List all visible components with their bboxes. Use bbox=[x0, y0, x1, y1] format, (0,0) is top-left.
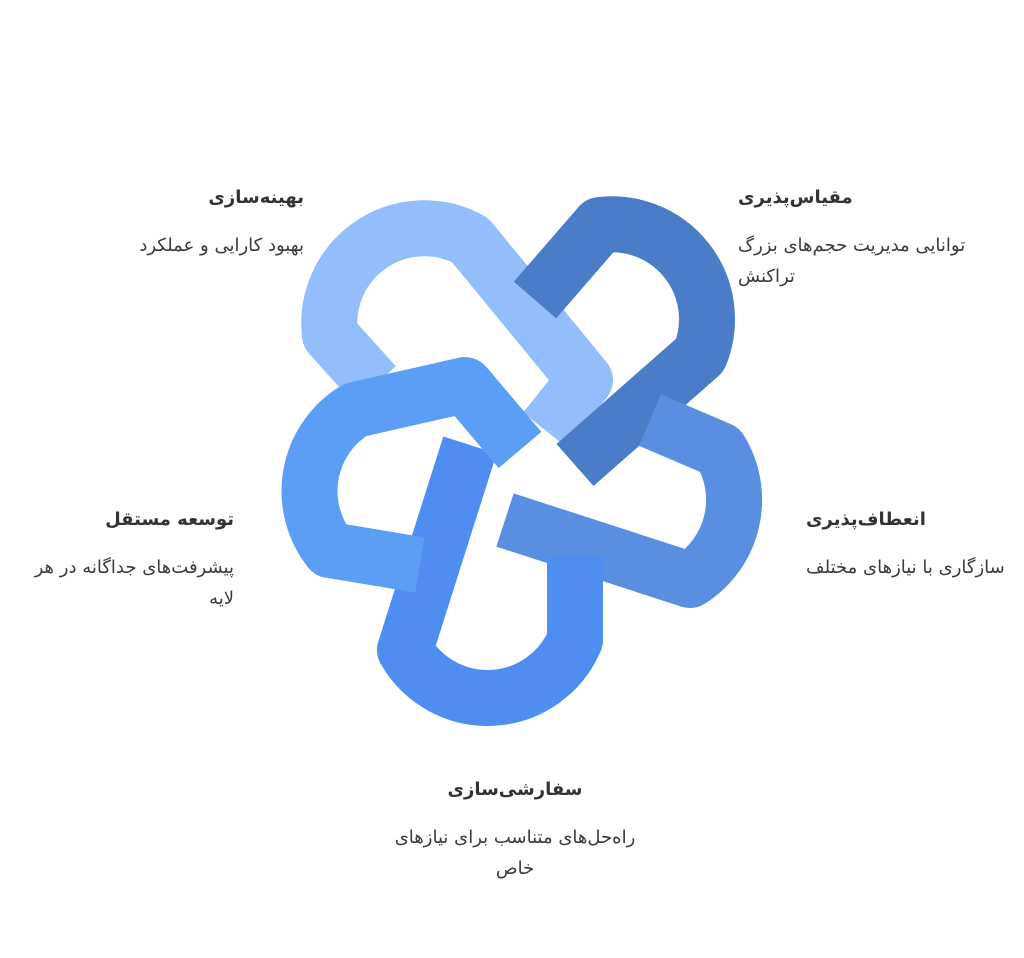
band-top-right bbox=[513, 196, 735, 487]
label-scalability-description: توانایی مدیریت حجم‌های بزرگ تراکنش bbox=[738, 235, 966, 287]
label-flexibility-title: انعطاف‌پذیری bbox=[806, 509, 926, 530]
label-scalability-title: مقیاس‌پذیری bbox=[738, 187, 853, 208]
label-flexibility: انعطاف‌پذیری سازگاری با نیازهای مختلف bbox=[806, 508, 1006, 583]
label-customization-description: راه‌حل‌های متناسب برای نیازهای خاص bbox=[394, 827, 636, 879]
band-top-left bbox=[301, 200, 613, 448]
label-flexibility-description: سازگاری با نیازهای مختلف bbox=[806, 557, 1005, 578]
label-optimization-description: بهبود کارایی و عملکرد bbox=[139, 235, 304, 256]
label-customization: سفارشی‌سازی راه‌حل‌های متناسب برای نیازه… bbox=[385, 778, 645, 884]
label-independent-development: توسعه مستقل پیشرفت‌های جداگانه در هر لای… bbox=[9, 508, 234, 614]
label-scalability: مقیاس‌پذیری توانایی مدیریت حجم‌های بزرگ … bbox=[738, 186, 968, 292]
label-optimization: بهینه‌سازی بهبود کارایی و عملکرد bbox=[44, 186, 304, 261]
label-independent-development-description: پیشرفت‌های جداگانه در هر لایه bbox=[34, 557, 234, 609]
band-right bbox=[496, 394, 763, 608]
band-bottom bbox=[377, 436, 603, 726]
band-left bbox=[281, 357, 542, 593]
label-customization-title: سفارشی‌سازی bbox=[447, 779, 583, 800]
label-optimization-title: بهینه‌سازی bbox=[208, 187, 304, 208]
label-independent-development-title: توسعه مستقل bbox=[105, 509, 234, 530]
